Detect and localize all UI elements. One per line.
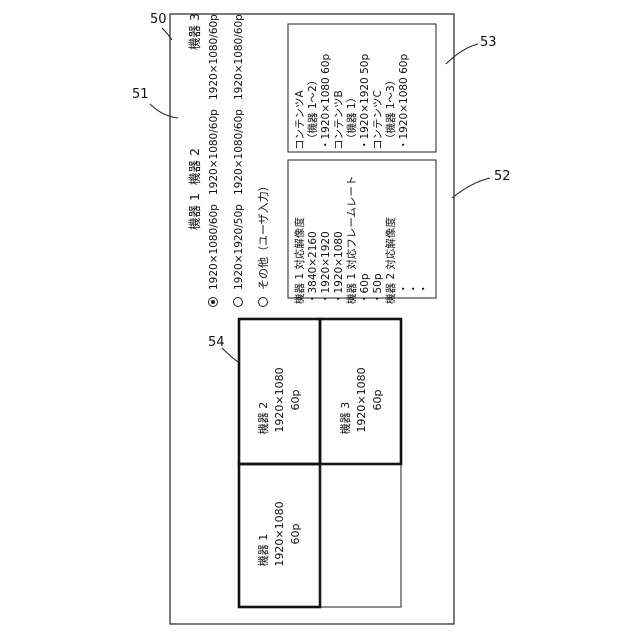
content-line-5: （機器 1） [345, 92, 358, 144]
content-line-7: コンテンツC [372, 90, 384, 150]
cell-1-device: 機器 1 [256, 534, 270, 567]
content-line-1: コンテンツA [294, 90, 306, 150]
content-line-2: （機器 1〜2） [306, 75, 319, 144]
cell-3-device: 機器 3 [338, 402, 352, 435]
capability-line-2: ・3840×2160 [307, 231, 319, 304]
option-1-device-3: 1920×1080/60p [208, 14, 220, 100]
capability-line-1: 機器 1 対応解像度 [293, 217, 306, 304]
cell-1-resolution: 1920×1080 [273, 501, 286, 566]
leader-52 [452, 178, 490, 198]
header-device-1: 機器 1 [187, 193, 202, 230]
leader-53 [446, 44, 478, 64]
header-device-3: 機器 3 [187, 13, 202, 50]
ref-label-54: 54 [208, 335, 225, 350]
radio-option-2[interactable] [234, 298, 243, 307]
cell-2-resolution: 1920×1080 [273, 367, 286, 432]
capability-line-3: ・1920×1920 [320, 231, 332, 304]
option-1-device-1: 1920×1080/60p [208, 204, 220, 290]
cell-3-rate: 60p [371, 389, 384, 410]
option-2-device-1: 1920×1920/50p [233, 204, 245, 290]
content-line-4: コンテンツB [333, 90, 345, 150]
option-row-2[interactable]: 1920×1920/50p 1920×1080/60p 1920×1080/60… [233, 14, 245, 307]
capability-line-7: ・50p [372, 273, 384, 304]
content-line-6: ・1920×1920 50p [359, 54, 371, 150]
ref-label-50: 50 [150, 12, 167, 27]
capability-line-11: ・ [418, 284, 430, 295]
cell-2-device: 機器 2 [256, 402, 270, 435]
option-3-other-input: その他（ユーザ入力） [257, 180, 270, 290]
leader-51 [150, 104, 178, 118]
cell-2-rate: 60p [289, 389, 302, 410]
cell-3-resolution: 1920×1080 [355, 367, 368, 432]
option-2-device-3: 1920×1080/60p [233, 14, 245, 100]
capability-line-6: ・60p [359, 273, 371, 304]
ref-label-52: 52 [494, 169, 511, 184]
capability-line-5: 機器 1 対応フレームレート [345, 175, 358, 304]
option-1-device-2: 1920×1080/60p [208, 109, 220, 195]
option-2-device-2: 1920×1080/60p [233, 109, 245, 195]
option-row-3[interactable]: その他（ユーザ入力） [257, 180, 270, 306]
cell-1-rate: 60p [289, 523, 302, 544]
header-device-2: 機器 2 [187, 148, 202, 185]
cell-empty[interactable] [320, 464, 401, 607]
capability-line-4: ・1920×1080 [333, 231, 345, 304]
leader-54 [222, 348, 238, 362]
content-line-9: ・1920×1080 60p [398, 54, 410, 150]
ref-label-53: 53 [480, 35, 497, 50]
content-line-3: ・1920×1080 60p [320, 54, 332, 150]
capability-line-8: 機器 2 対応解像度 [384, 217, 397, 304]
content-line-8: （機器 1〜3） [384, 75, 397, 144]
radio-option-3[interactable] [259, 298, 268, 307]
ref-label-51: 51 [132, 87, 149, 102]
option-row-1[interactable]: 1920×1080/60p 1920×1080/60p 1920×1080/60… [208, 14, 220, 307]
radio-option-1-dot [211, 300, 215, 304]
